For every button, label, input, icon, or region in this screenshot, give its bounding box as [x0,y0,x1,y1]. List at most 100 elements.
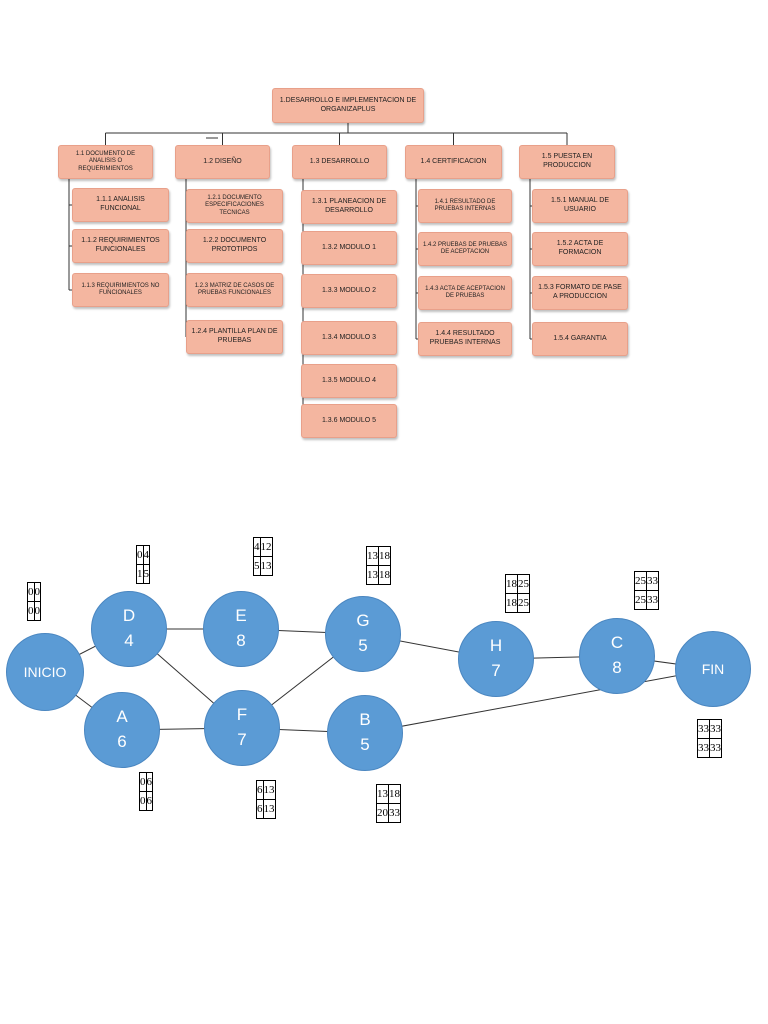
node-duration: 4 [124,631,134,650]
wbs-child: 1.3.5 MODULO 4 [301,364,397,398]
wbs-branch: 1.4 CERTIFICACION [405,145,502,179]
wbs-branch: 1.3 DESARROLLO [292,145,387,179]
grid-es: 13 [376,784,389,804]
node-name: E [235,606,247,626]
wbs-child: 1.4.3 ACTA DE ACEPTACION DE PRUEBAS [418,276,512,310]
wbs-branch: 1.2 DISEÑO [175,145,270,179]
grid-lf: 13 [259,556,273,576]
grid-es: 33 [697,719,710,739]
grid-ef: 33 [709,719,722,739]
wbs-child: 1.3.6 MODULO 5 [301,404,397,438]
grid-ef: 13 [262,780,276,800]
grid-lf: 33 [646,590,659,610]
node-duration: 5 [360,735,370,754]
grid-ef: 12 [259,537,273,557]
wbs-child: 1.4.4 RESULTADO PRUEBAS INTERNAS [418,322,512,356]
grid-ef: 0 [33,582,41,602]
wbs-child: 1.4.1 RESULTADO DE PRUEBAS INTERNAS [418,189,512,223]
grid-ls: 6 [256,799,264,819]
grid-ls: 0 [27,601,35,621]
wbs-child: 1.5.4 GARANTIA [532,322,628,356]
grid-es: 13 [366,546,379,566]
node-name: F [236,705,248,725]
wbs-child: 1.2.1 DOCUMENTO ESPECIFICACIONES TECNICA… [186,189,283,223]
node-name: H [489,636,503,656]
wbs-child: 1.2.4 PLANTILLA PLAN DE PRUEBAS [186,320,283,354]
wbs-child: 1.5.2 ACTA DE FORMACION [532,232,628,266]
grid-ef: 33 [646,571,659,591]
wbs-child: 1.4.2 PRUEBAS DE PRUEBAS DE ACEPTACION [418,232,512,266]
wbs-child: 1.3.2 MODULO 1 [301,231,397,265]
grid-lf: 33 [709,738,722,758]
grid-ls: 13 [366,565,379,585]
grid-lf: 18 [378,565,391,585]
wbs-child: 1.1.1 ANALISIS FUNCIONAL [72,188,169,222]
grid-lf: 33 [388,803,401,823]
node-name: FIN [701,660,725,677]
grid-ls: 18 [505,593,518,613]
node-duration: 7 [491,661,501,680]
node-duration: 8 [236,631,246,650]
grid-lf: 6 [145,791,153,811]
wbs-child: 1.3.3 MODULO 2 [301,274,397,308]
wbs-child: 1.2.3 MATRIZ DE CASOS DE PRUEBAS FUNCION… [186,273,283,307]
wbs-child: 1.1.2 REQUIRIMIENTOS FUNCIONALES [72,229,169,263]
grid-lf: 0 [33,601,41,621]
node-name: C [610,633,624,653]
wbs-child: 1.2.2 DOCUMENTO PROTOTIPOS [186,229,283,263]
grid-ls: 20 [376,803,389,823]
node-inicio: INICIO [6,633,84,711]
node-name: INICIO [23,663,67,680]
grid-ef: 18 [378,546,391,566]
node-duration: 6 [117,732,127,751]
grid-lf: 13 [262,799,276,819]
wbs-branch: 1.5 PUESTA EN PRODUCCION [519,145,615,179]
edge-b-fin [364,668,714,734]
node-fin: FIN [675,631,751,707]
grid-ef: 6 [145,772,153,792]
grid-lf: 25 [517,593,530,613]
grid-ls: 25 [634,590,647,610]
wbs-child: 1.3.1 PLANEACION DE DESARROLLO [301,190,397,224]
node-duration: 7 [237,730,247,749]
node-name: G [356,611,370,631]
grid-es: 25 [634,571,647,591]
node-duration: 5 [358,636,368,655]
wbs-root: 1.DESARROLLO E IMPLEMENTACION DE ORGANIZ… [272,88,424,123]
wbs-child: 1.1.3 REQUIRIMIENTOS NO FUNCIONALES [72,273,169,307]
grid-ef: 25 [517,574,530,594]
wbs-branch: 1.1 DOCUMENTO DE ANALISIS O REQUERIMIENT… [58,145,153,179]
node-name: B [359,710,371,730]
grid-ef: 4 [142,545,150,565]
grid-ef: 18 [388,784,401,804]
wbs-child: 1.5.3 FORMATO DE PASE A PRODUCCION [532,276,628,310]
node-name: D [122,606,136,626]
grid-ls: 0 [139,791,147,811]
grid-ls: 5 [253,556,261,576]
grid-es: 18 [505,574,518,594]
node-duration: 8 [612,658,622,677]
wbs-child: 1.3.4 MODULO 3 [301,321,397,355]
node-name: A [116,707,128,727]
grid-ls: 33 [697,738,710,758]
wbs-child: 1.5.1 MANUAL DE USUARIO [532,189,628,223]
grid-lf: 5 [142,564,150,584]
